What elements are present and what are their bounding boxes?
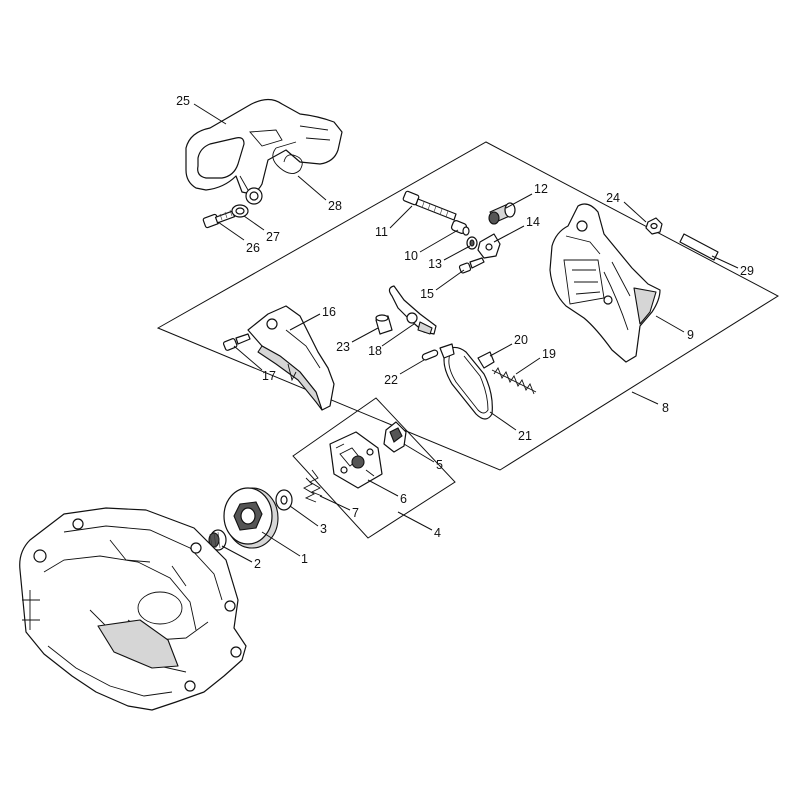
part-24-nut	[645, 217, 663, 235]
callout-1: 1	[301, 552, 308, 566]
callout-9: 9	[687, 328, 694, 342]
callout-29: 29	[740, 264, 754, 278]
leader-3	[289, 505, 319, 527]
leader-22	[399, 359, 425, 375]
leader-11	[389, 205, 413, 229]
part-20-clip	[477, 351, 495, 369]
part-26-bolt	[202, 209, 236, 229]
leader-15	[435, 269, 465, 291]
callout-12: 12	[534, 182, 548, 196]
leader-24	[623, 201, 647, 223]
part-1-clutch-drum	[223, 487, 279, 549]
callout-7: 7	[352, 506, 359, 520]
callout-2: 2	[254, 557, 261, 571]
leader-13	[443, 245, 471, 261]
callout-16: 16	[322, 305, 336, 319]
leader-28	[297, 175, 327, 201]
callout-labels: 1 2 3 4 5 6 7 8 9 10 11 12 13 14 15 16 1…	[176, 94, 754, 571]
part-14-bracket	[477, 233, 501, 259]
callout-8: 8	[662, 401, 669, 415]
leader-27	[243, 215, 265, 231]
leader-4	[397, 511, 433, 531]
leader-20	[489, 343, 513, 357]
callout-21: 21	[518, 429, 532, 443]
leader-12	[505, 193, 533, 209]
leader-16	[289, 313, 321, 331]
leader-10	[419, 229, 459, 253]
callout-20: 20	[514, 333, 528, 347]
callout-4: 4	[434, 526, 441, 540]
callout-3: 3	[320, 522, 327, 536]
part-16-brake-lever	[247, 305, 335, 411]
part-6-clutch-hub	[329, 431, 383, 489]
leader-5	[403, 443, 435, 463]
part-11-long-bolt	[402, 190, 457, 221]
leader-18	[381, 323, 415, 347]
leader-lines	[193, 103, 739, 563]
leader-8	[631, 391, 659, 405]
leader-29	[711, 255, 739, 269]
callout-6: 6	[400, 492, 407, 506]
callout-25: 25	[176, 94, 190, 108]
group-4-outline	[292, 397, 456, 539]
part-29-label	[679, 233, 719, 261]
part-12-adjuster	[488, 202, 516, 225]
leader-23	[351, 327, 379, 343]
callout-28: 28	[328, 199, 342, 213]
part-22-pin	[421, 349, 439, 361]
part-15-screw	[458, 257, 485, 274]
callout-26: 26	[246, 241, 260, 255]
callout-5: 5	[436, 458, 443, 472]
leader-19	[515, 357, 541, 375]
callout-14: 14	[526, 215, 540, 229]
leader-26	[217, 221, 245, 241]
crankcase-housing	[19, 507, 247, 711]
callout-11: 11	[375, 225, 388, 239]
part-27-bushing	[231, 204, 249, 218]
leader-14	[493, 225, 525, 243]
part-21-brake-band	[439, 343, 493, 420]
part-18-lever	[388, 285, 437, 335]
callout-19: 19	[542, 347, 556, 361]
group-8-outline	[156, 141, 780, 471]
part-17-screw	[222, 333, 251, 351]
callout-27: 27	[266, 230, 280, 244]
leader-2	[221, 545, 253, 563]
leader-25	[193, 103, 227, 125]
part-23-bushing	[375, 314, 393, 335]
callout-13: 13	[428, 257, 442, 271]
part-7-clutch-spring	[303, 469, 323, 503]
leader-7	[319, 495, 351, 511]
leader-21	[489, 411, 517, 431]
part-5-clutch-shoe	[383, 421, 407, 453]
leader-1	[261, 531, 301, 557]
leader-9	[655, 315, 685, 333]
part-9-sprocket-cover	[549, 203, 661, 363]
part-25-hand-guard	[185, 98, 343, 205]
leader-6	[367, 479, 399, 497]
callout-10: 10	[404, 249, 418, 263]
callout-18: 18	[368, 344, 382, 358]
part-2-needle-bearing	[208, 529, 227, 551]
part-19-spring	[491, 367, 537, 395]
leader-17	[233, 345, 263, 371]
callout-23: 23	[336, 340, 350, 354]
callout-22: 22	[384, 373, 398, 387]
part-10-nut	[450, 220, 470, 236]
callout-17: 17	[262, 369, 276, 383]
part-28-spring	[272, 141, 303, 174]
callout-15: 15	[420, 287, 434, 301]
callout-24: 24	[606, 191, 620, 205]
part-3-washer	[275, 489, 293, 511]
